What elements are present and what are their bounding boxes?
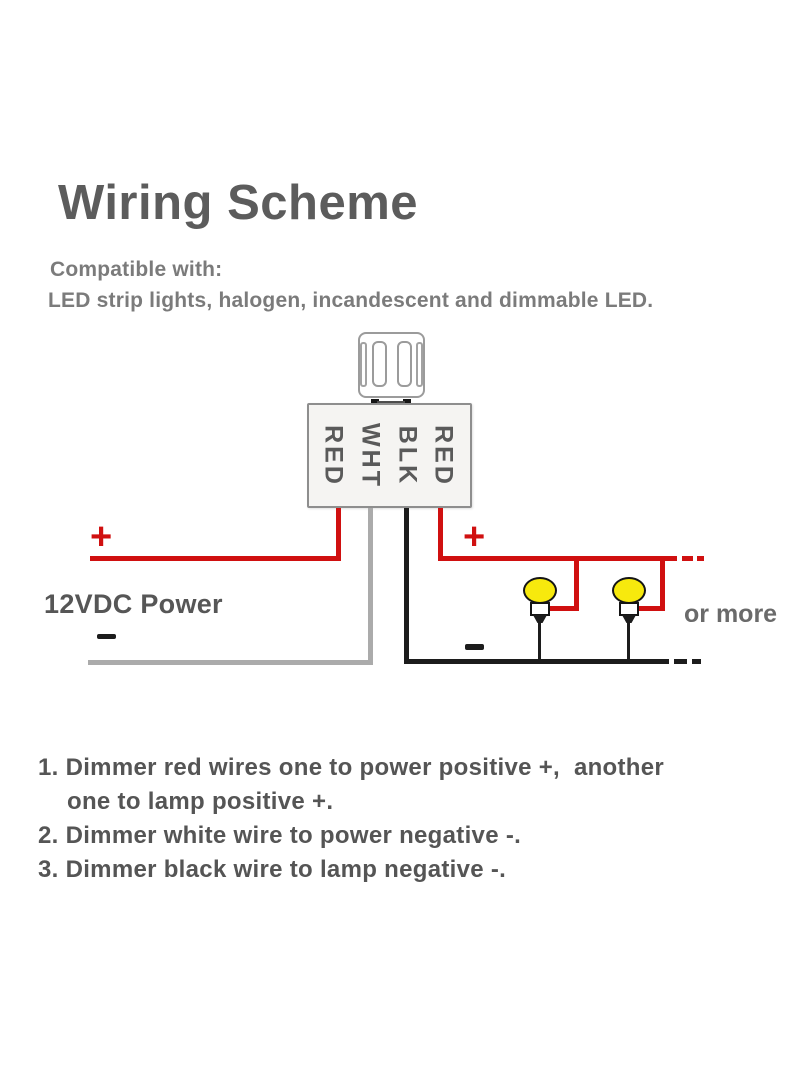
red-wire-lamp1-branch <box>574 556 579 611</box>
instruction-line: 2. Dimmer white wire to power negative -… <box>38 822 522 849</box>
knob-ridge-right <box>416 342 423 387</box>
dimmer-knob-icon <box>358 332 425 407</box>
red-wire-continuation-dash <box>682 556 693 561</box>
instruction-line: 1. Dimmer red wires one to power positiv… <box>38 754 665 781</box>
lamp1-negative-lead <box>538 618 541 662</box>
knob-mount-right <box>403 399 411 406</box>
knob-slot <box>397 341 412 387</box>
compatible-with-label: Compatible with: <box>50 258 223 281</box>
bulb-glass <box>523 577 557 604</box>
bulb-socket <box>619 602 639 616</box>
white-wire-power-negative <box>368 508 373 665</box>
black-wire-lamp-negative <box>404 508 409 664</box>
compatible-devices-text: LED strip lights, halogen, incandescent … <box>48 289 654 312</box>
red-wire-lamp2-branch <box>660 556 665 611</box>
bulb-glass <box>612 577 646 604</box>
plus-symbol-power: + <box>90 516 113 558</box>
red-wire-lamp-positive <box>438 508 443 561</box>
bulb-tip <box>622 615 636 623</box>
instruction-line: one to lamp positive +. <box>67 788 334 815</box>
red-wire-power-positive <box>336 508 341 561</box>
red-wire-lamp-positive <box>438 556 677 561</box>
red-wire-lamp1-branch <box>548 606 579 611</box>
bulb-socket <box>530 602 550 616</box>
knob-ridge-left <box>360 342 367 387</box>
white-wire-power-negative <box>88 660 373 665</box>
wire-label-red-power: RED <box>319 425 348 487</box>
dimmer-body <box>307 403 472 508</box>
red-wire-continuation-dash <box>697 556 704 561</box>
minus-symbol-power <box>97 634 116 639</box>
plus-symbol-lamp: + <box>463 516 486 558</box>
wire-label-red-lamp: RED <box>429 425 458 487</box>
lamp2-negative-lead <box>627 618 630 662</box>
black-wire-lamp-negative <box>404 659 669 664</box>
knob-mount-left <box>371 399 379 406</box>
wire-label-black: BLK <box>393 425 422 487</box>
bulb-tip <box>533 615 547 623</box>
minus-symbol-lamp <box>465 644 484 650</box>
black-wire-continuation-dash <box>674 659 687 664</box>
instruction-line: 3. Dimmer black wire to lamp negative -. <box>38 856 507 883</box>
wire-label-white: WHT <box>356 423 385 489</box>
red-wire-lamp2-branch <box>636 606 665 611</box>
power-source-label: 12VDC Power <box>44 589 223 619</box>
page-title: Wiring Scheme <box>58 176 419 230</box>
red-wire-power-positive <box>90 556 341 561</box>
or-more-label: or more <box>684 600 778 628</box>
black-wire-continuation-dash <box>692 659 701 664</box>
knob-slot <box>372 341 387 387</box>
